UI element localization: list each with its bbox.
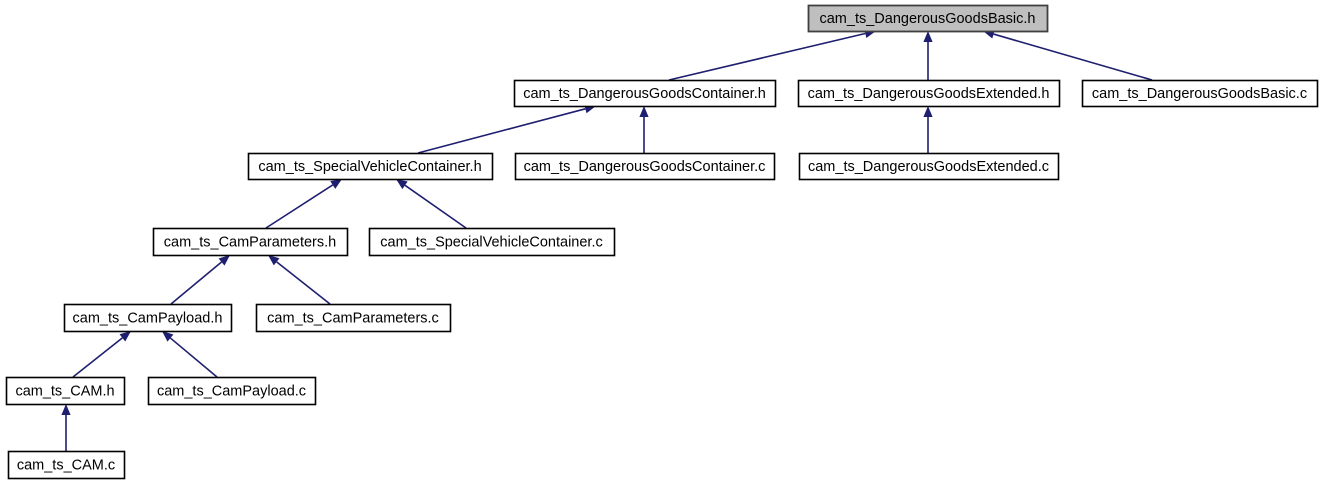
- node-box[interactable]: [5, 376, 126, 406]
- node-label: cam_ts_DangerousGoodsExtended.c: [808, 159, 1049, 175]
- dependency-edge-dg_container_c-to-dg_container_h: [639, 106, 649, 153]
- dependency-edge-cam_payload_c-to-cam_payload_h: [162, 331, 218, 378]
- dependency-edge-dg_extended_h-to-dg_basic_h: [923, 31, 933, 80]
- edge-line: [276, 261, 331, 305]
- edge-line: [72, 337, 123, 378]
- node-box[interactable]: [63, 303, 233, 333]
- edge-layer: [61, 29, 1153, 451]
- dependency-edge-sv_container_c-to-sv_container_h: [396, 179, 467, 229]
- graph-node-cam_payload_c[interactable]: cam_ts_CamPayload.c: [147, 376, 317, 406]
- dependency-edge-dg_extended_c-to-dg_extended_h: [923, 106, 933, 153]
- edge-line: [169, 337, 218, 378]
- graph-node-dg_extended_c[interactable]: cam_ts_DangerousGoodsExtended.c: [798, 152, 1060, 181]
- graph-node-cam_payload_h[interactable]: cam_ts_CamPayload.h: [63, 303, 233, 333]
- graph-node-sv_container_c[interactable]: cam_ts_SpecialVehicleContainer.c: [368, 227, 616, 257]
- arrow-head-icon: [268, 255, 280, 266]
- graph-node-dg_basic_c[interactable]: cam_ts_DangerousGoodsBasic.c: [1081, 79, 1319, 108]
- node-label: cam_ts_DangerousGoodsContainer.c: [524, 159, 766, 175]
- node-label: cam_ts_DangerousGoodsExtended.h: [808, 86, 1050, 102]
- dependency-edge-cam_params_c-to-cam_params_h: [268, 255, 331, 305]
- dependency-edge-cam_payload_h-to-cam_params_h: [170, 255, 230, 305]
- graph-node-dg_basic_h[interactable]: cam_ts_DangerousGoodsBasic.h: [807, 4, 1049, 33]
- node-box[interactable]: [513, 79, 777, 108]
- edge-line: [170, 261, 223, 305]
- node-box[interactable]: [7, 450, 126, 480]
- graph-node-dg_extended_h[interactable]: cam_ts_DangerousGoodsExtended.h: [797, 79, 1061, 108]
- graph-node-dg_container_h[interactable]: cam_ts_DangerousGoodsContainer.h: [513, 79, 777, 108]
- node-box[interactable]: [147, 376, 317, 406]
- node-label: cam_ts_CamPayload.c: [157, 383, 306, 399]
- node-box[interactable]: [798, 152, 1060, 181]
- node-box[interactable]: [807, 4, 1049, 33]
- graph-node-cam_params_c[interactable]: cam_ts_CamParameters.c: [255, 303, 452, 333]
- node-box[interactable]: [1081, 79, 1319, 108]
- arrow-head-icon: [61, 404, 71, 415]
- edge-line: [404, 184, 467, 229]
- node-label: cam_ts_CAM.c: [17, 457, 115, 473]
- graph-node-sv_container_h[interactable]: cam_ts_SpecialVehicleContainer.h: [247, 152, 494, 181]
- node-box[interactable]: [368, 227, 616, 257]
- node-layer: cam_ts_DangerousGoodsBasic.h cam_ts_Dange…: [5, 4, 1319, 480]
- node-label: cam_ts_DangerousGoodsBasic.c: [1092, 86, 1307, 102]
- dependency-edge-cam_params_h-to-sv_container_h: [265, 179, 342, 229]
- arrow-head-icon: [119, 331, 131, 342]
- node-box[interactable]: [514, 152, 776, 181]
- node-label: cam_ts_SpecialVehicleContainer.h: [258, 159, 481, 175]
- arrow-head-icon: [396, 179, 408, 190]
- edge-line: [417, 108, 586, 154]
- node-label: cam_ts_CamParameters.c: [267, 310, 439, 326]
- arrow-head-icon: [923, 106, 933, 117]
- node-box[interactable]: [247, 152, 494, 181]
- arrow-head-icon: [330, 179, 342, 189]
- dependency-edge-cam_h-to-cam_payload_h: [72, 331, 131, 378]
- edge-line: [265, 184, 334, 229]
- dependency-edge-sv_container_h-to-dg_container_h: [417, 104, 596, 154]
- node-label: cam_ts_CAM.h: [15, 383, 114, 399]
- arrow-head-icon: [639, 106, 649, 117]
- arrow-head-icon: [218, 255, 230, 266]
- node-box[interactable]: [152, 227, 349, 257]
- graph-node-cam_h[interactable]: cam_ts_CAM.h: [5, 376, 126, 406]
- node-label: cam_ts_SpecialVehicleContainer.c: [380, 234, 602, 250]
- node-label: cam_ts_DangerousGoodsBasic.h: [819, 11, 1035, 27]
- node-label: cam_ts_CamPayload.h: [73, 310, 223, 326]
- dependency-edge-cam_c-to-cam_h: [61, 404, 71, 451]
- graph-node-cam_c[interactable]: cam_ts_CAM.c: [7, 450, 126, 480]
- graph-node-dg_container_c[interactable]: cam_ts_DangerousGoodsContainer.c: [514, 152, 776, 181]
- edge-line: [993, 33, 1153, 81]
- arrow-head-icon: [923, 31, 933, 42]
- node-box[interactable]: [797, 79, 1061, 108]
- node-label: cam_ts_CamParameters.h: [164, 234, 336, 250]
- arrow-head-icon: [162, 331, 174, 342]
- graph-node-cam_params_h[interactable]: cam_ts_CamParameters.h: [152, 227, 349, 257]
- node-label: cam_ts_DangerousGoodsContainer.h: [523, 86, 766, 102]
- node-box[interactable]: [255, 303, 452, 333]
- dependency-edge-dg_container_h-to-dg_basic_h: [668, 29, 876, 81]
- dependency-edge-dg_basic_c-to-dg_basic_h: [983, 29, 1153, 81]
- edge-line: [668, 32, 866, 81]
